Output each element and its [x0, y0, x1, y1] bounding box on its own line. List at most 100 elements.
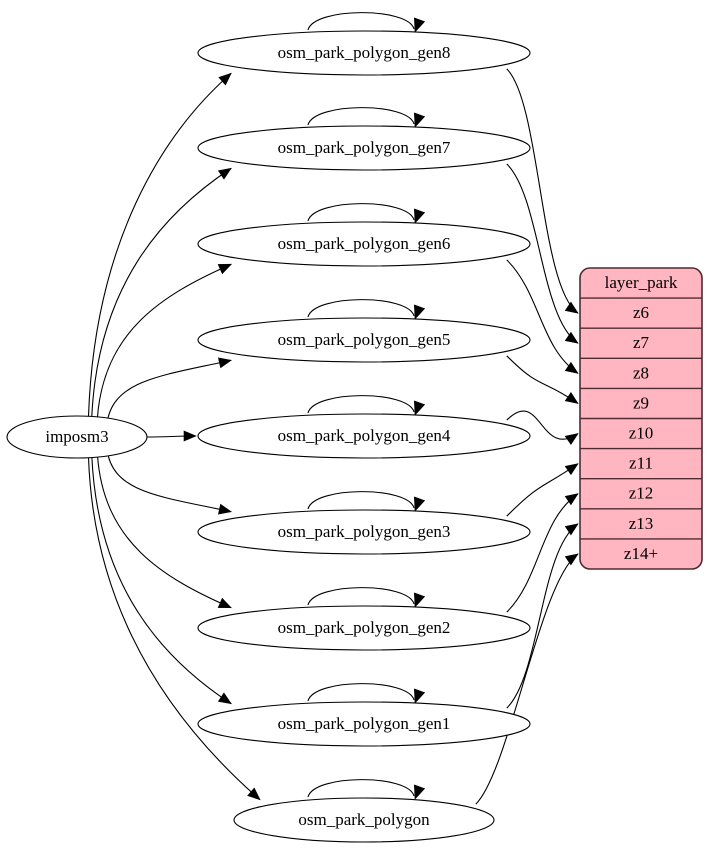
edge-arrow-to-row — [564, 553, 579, 566]
edge-path — [506, 355, 579, 404]
self-loop-path — [307, 395, 415, 414]
edge-imposm3-to-node — [87, 72, 232, 417]
self-loop-edge — [307, 299, 426, 320]
node-osm-park-polygon-gen3[interactable]: osm_park_polygon_gen3 — [197, 509, 531, 555]
node-label: osm_park_polygon_gen3 — [278, 522, 451, 541]
node-ellipse[interactable] — [197, 509, 531, 555]
edge-path — [506, 410, 579, 440]
edge-node-to-layer-row — [506, 523, 579, 709]
edge-arrow-to-node — [217, 263, 232, 275]
edge-path — [506, 68, 579, 314]
layer-park-row-z7[interactable]: z7 — [633, 333, 650, 352]
edge-arrow-to-node — [217, 597, 232, 609]
node-label: osm_park_polygon — [298, 810, 430, 829]
node-ellipse-imposm3[interactable] — [6, 415, 148, 459]
self-loop-arrow — [414, 112, 426, 128]
edge-arrow-to-row — [564, 331, 579, 344]
edge-node-to-layer-row — [506, 163, 579, 344]
edge-imposm3-to-node — [146, 430, 197, 442]
node-label: osm_park_polygon_gen5 — [278, 330, 451, 349]
edge-arrow-to-row — [564, 523, 579, 536]
edge-imposm3-to-node — [106, 450, 232, 515]
edge-imposm3-to-node — [106, 357, 232, 424]
node-osm-park-polygon[interactable]: osm_park_polygon — [233, 797, 495, 843]
layer-park-row-z10[interactable]: z10 — [629, 423, 654, 442]
self-loop-edge — [307, 491, 426, 512]
edge-arrow-to-node — [217, 692, 232, 705]
edge-node-to-layer-row — [506, 463, 579, 517]
edge-node-to-layer-row — [506, 68, 579, 314]
layer-park-row-z6[interactable]: z6 — [633, 303, 649, 322]
edge-arrow-to-row — [564, 433, 579, 446]
edge-node-to-layer-row — [506, 259, 579, 374]
self-loop-path — [307, 299, 415, 318]
self-loop-edge — [307, 12, 426, 33]
node-osm-park-polygon-gen1[interactable]: osm_park_polygon_gen1 — [197, 701, 531, 747]
edge-node-to-layer-row — [506, 355, 579, 404]
edge-arrow-to-row — [564, 493, 579, 506]
node-label: osm_park_polygon_gen7 — [278, 138, 451, 157]
edge-path — [506, 463, 579, 517]
node-osm-park-polygon-gen5[interactable]: osm_park_polygon_gen5 — [197, 317, 531, 363]
node-osm-park-polygon-gen2[interactable]: osm_park_polygon_gen2 — [197, 605, 531, 651]
edge-path — [96, 455, 232, 609]
node-imposm3[interactable]: imposm3 — [6, 415, 148, 459]
edge-arrow-to-node — [218, 72, 232, 86]
layer-park-row-z13[interactable]: z13 — [629, 514, 654, 533]
edge-path — [96, 263, 232, 419]
layer-park-row-z8[interactable]: z8 — [633, 363, 649, 382]
edge-imposm3-to-node — [91, 167, 232, 418]
edge-imposm3-to-node — [96, 455, 232, 609]
edge-path — [87, 72, 232, 417]
edge-node-to-layer-row — [506, 410, 579, 446]
edge-path — [506, 523, 579, 709]
edge-arrow-to-node — [217, 167, 232, 180]
node-osm-park-polygon-gen7[interactable]: osm_park_polygon_gen7 — [197, 125, 531, 171]
edge-arrow-to-node — [217, 357, 232, 369]
self-loop-arrow — [414, 304, 426, 320]
node-ellipse[interactable] — [197, 30, 531, 76]
edges-layer — [87, 12, 579, 805]
self-loop-arrow — [414, 400, 426, 416]
node-ellipse[interactable] — [197, 317, 531, 363]
edge-arrow-to-node — [247, 787, 261, 801]
node-label: osm_park_polygon_gen1 — [278, 714, 451, 733]
edge-arrow-to-row — [564, 463, 579, 476]
layer-park-row-z12[interactable]: z12 — [629, 484, 654, 503]
self-loop-arrow — [414, 17, 426, 33]
node-ellipse[interactable] — [197, 221, 531, 267]
self-loop-path — [307, 107, 415, 126]
node-ellipse[interactable] — [197, 125, 531, 171]
edge-node-to-layer-row — [475, 553, 579, 805]
node-label-imposm3: imposm3 — [45, 427, 108, 446]
edge-path — [506, 259, 579, 374]
node-label: osm_park_polygon_gen2 — [278, 618, 451, 637]
self-loop-path — [307, 587, 415, 606]
node-osm-park-polygon-gen8[interactable]: osm_park_polygon_gen8 — [197, 30, 531, 76]
node-label: osm_park_polygon_gen4 — [278, 426, 451, 445]
edge-arrow-to-row — [564, 391, 579, 404]
nodes-layer: imposm3 osm_park_polygon_gen8 osm_park_pol… — [6, 30, 531, 843]
layer-park-row-z14+[interactable]: z14+ — [624, 544, 658, 563]
node-label: osm_park_polygon_gen8 — [278, 43, 451, 62]
self-loop-path — [307, 683, 415, 702]
layer-park-row-z9[interactable]: z9 — [633, 393, 649, 412]
edge-arrow-to-node — [183, 430, 197, 442]
node-ellipse[interactable] — [197, 701, 531, 747]
edge-path — [106, 359, 232, 424]
node-osm-park-polygon-gen6[interactable]: osm_park_polygon_gen6 — [197, 221, 531, 267]
node-ellipse[interactable] — [233, 797, 495, 843]
self-loop-arrow — [414, 496, 426, 512]
layer-park-row-z11[interactable]: z11 — [629, 454, 653, 473]
node-ellipse[interactable] — [197, 413, 531, 459]
self-loop-edge — [307, 683, 426, 704]
node-label: osm_park_polygon_gen6 — [278, 234, 451, 253]
self-loop-edge — [307, 395, 426, 416]
edge-imposm3-to-node — [96, 263, 232, 419]
edge-arrow-to-row — [564, 361, 579, 374]
self-loop-path — [307, 203, 415, 222]
self-loop-arrow — [414, 592, 426, 608]
node-ellipse[interactable] — [197, 605, 531, 651]
node-osm-park-polygon-gen4[interactable]: osm_park_polygon_gen4 — [197, 413, 531, 459]
